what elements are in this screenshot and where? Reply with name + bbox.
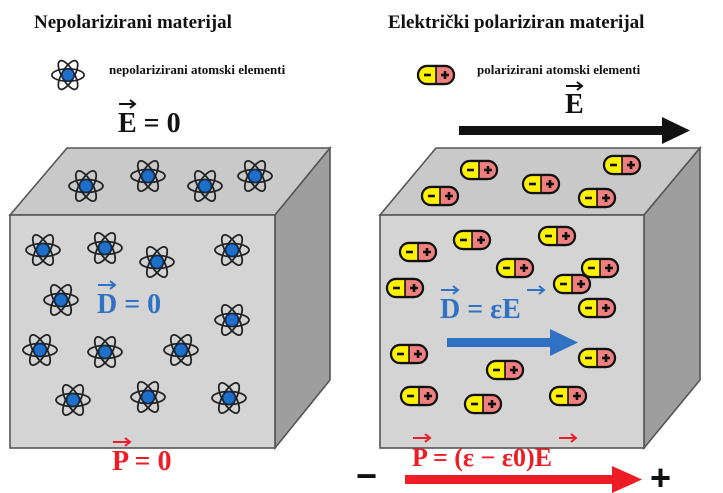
dipole-icon <box>385 277 425 299</box>
dipole-icon <box>459 159 499 181</box>
left-d-eq: D = 0 <box>97 289 161 320</box>
dipole-icon <box>399 385 439 407</box>
e-field-arrow <box>459 117 690 144</box>
dipole-icon <box>420 185 460 207</box>
right-field-label: E <box>565 89 584 120</box>
minus-sign: − <box>356 455 377 493</box>
left-legend-label: nepolarizirani atomski elementi <box>109 62 286 77</box>
right-legend-label: polarizirani atomski elementi <box>477 62 641 77</box>
dipole-icon <box>537 225 577 247</box>
dipole-icon <box>580 257 620 279</box>
dipole-icon <box>521 173 561 195</box>
d-arrow <box>447 329 578 356</box>
dipole-icon <box>495 257 535 279</box>
left-p-eq: P = 0 <box>112 446 172 477</box>
left-title: Nepolarizirani materijal <box>34 12 232 33</box>
dipole-icon <box>577 347 617 369</box>
dipole-icon <box>398 241 438 263</box>
right-title: Električki polariziran materijal <box>388 12 645 33</box>
right-d-eq: D = εE <box>440 294 521 325</box>
dipole-icon <box>577 297 617 319</box>
left-field-eq: E = 0 <box>118 108 181 139</box>
vector-arrows <box>98 81 584 447</box>
dipole-icon <box>452 229 492 251</box>
plus-sign: + <box>650 457 671 493</box>
dipole-icon <box>485 359 525 381</box>
dipole-icon <box>552 273 592 295</box>
dipole-icon <box>602 154 642 176</box>
dipole-icon <box>416 64 456 86</box>
atom-icon <box>50 57 86 93</box>
dipole-icon <box>463 393 503 415</box>
dipole-icon <box>577 187 617 209</box>
p-arrow <box>405 466 642 493</box>
dipole-icon <box>548 385 588 407</box>
left-cube <box>8 145 332 451</box>
dipole-icon <box>389 343 429 365</box>
right-p-eq: P = (ε − ε0)E <box>412 443 552 472</box>
